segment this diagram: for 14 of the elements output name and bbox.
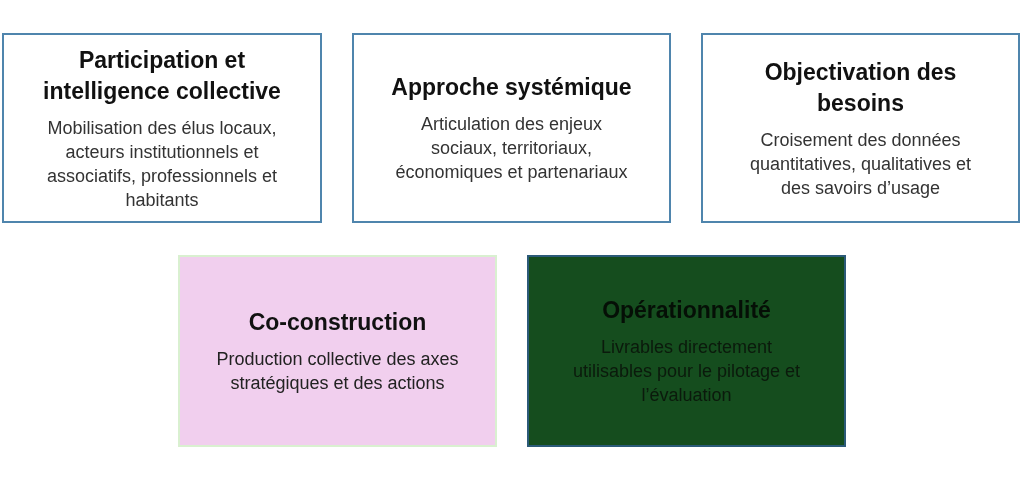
principle-card: [178, 255, 497, 447]
card-title: Co-construction: [248, 308, 427, 337]
card-title: Approche systémique: [391, 73, 632, 102]
card-title: Objectivation des besoins: [763, 57, 958, 118]
principle-card: [527, 255, 846, 447]
principle-card: [352, 33, 671, 223]
card-description: Mobilisation des élus locaux, acteurs institutionnels et associatifs, professionnels et habitants: [45, 116, 279, 212]
card-description: Production collective des axes stratégiques et des actions: [215, 348, 460, 395]
principle-card: [2, 33, 322, 223]
card-description: Articulation des enjeux sociaux, territoriaux, économiques et partenariaux: [394, 113, 629, 184]
card-description: Croisement des données quantitatives, qualitatives et des savoirs d’usage: [748, 128, 973, 200]
principle-card: [701, 33, 1020, 223]
card-title: Opérationnalité: [602, 296, 771, 325]
card-title: Participation et intelligence collective: [42, 45, 282, 106]
